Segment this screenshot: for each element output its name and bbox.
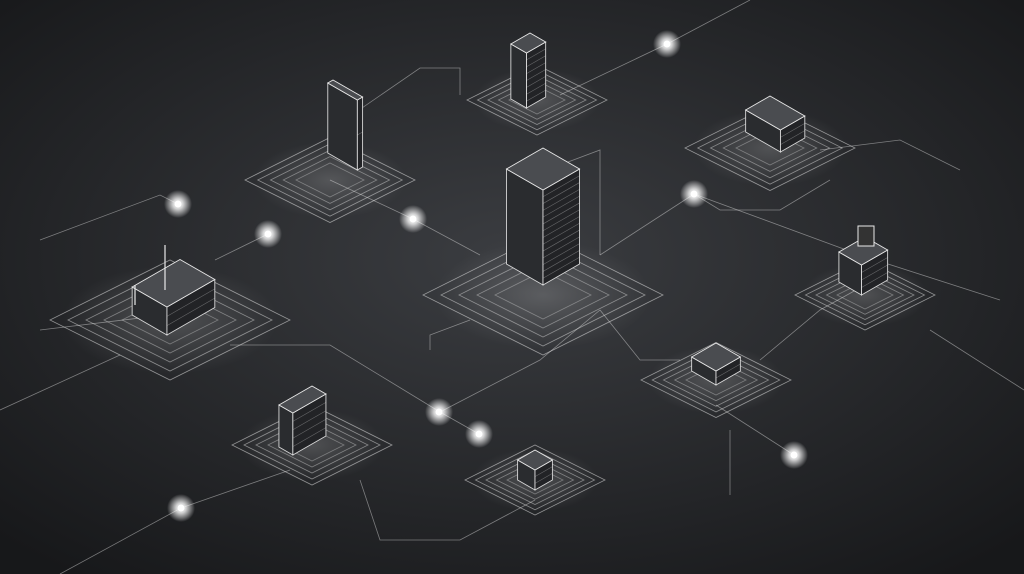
box-detail-line (526, 69, 546, 81)
connection-line (819, 139, 961, 171)
box-detail-line (542, 175, 580, 198)
connection-line (230, 344, 480, 435)
glow-node-core (790, 451, 798, 459)
box-face-top (516, 449, 554, 471)
connection-line (0, 354, 121, 411)
connection-line (559, 149, 601, 255)
platform-ring (476, 261, 610, 329)
platform-ring (422, 234, 664, 356)
box-detail-line (292, 427, 327, 447)
box-detail-line (542, 250, 580, 272)
platform-glow (253, 141, 407, 219)
box-detail-line (861, 272, 888, 288)
set-top-box-icon (690, 342, 742, 386)
glow-node-core (690, 190, 698, 198)
box-detail-line (526, 62, 546, 74)
platform-glow (693, 109, 847, 187)
box-detail-line (292, 418, 327, 439)
box-detail-line (542, 229, 580, 252)
platform-ring (474, 449, 596, 511)
box-detail-line (526, 76, 546, 88)
box-detail-line (166, 297, 215, 326)
connection-line (59, 507, 182, 574)
platform-ring (256, 143, 404, 217)
box-detail-line (166, 288, 215, 317)
box-face-top (509, 32, 547, 54)
box-detail-line (542, 236, 580, 259)
box-detail-line (542, 256, 580, 279)
glow-node-core (475, 430, 483, 438)
connection-line (929, 329, 1024, 391)
box-detail-line (542, 202, 580, 225)
box-detail-line (292, 402, 327, 422)
glow-node-core (177, 504, 185, 512)
connection-line (329, 67, 461, 131)
platform-glow (240, 409, 384, 481)
router-icon (131, 258, 216, 336)
speaker-tower-icon (509, 32, 547, 109)
glow-node-core (663, 40, 671, 48)
platform-ring (49, 259, 291, 381)
box-face-top (278, 385, 327, 414)
box-detail-line (861, 264, 888, 281)
platform-glow (802, 263, 928, 327)
box-detail-line (542, 209, 580, 231)
platform-glow (435, 241, 651, 349)
connection-line (180, 469, 291, 509)
box-detail-line (542, 189, 580, 211)
box-face-top (744, 95, 806, 131)
box-detail-line (542, 182, 580, 204)
box-detail-line (780, 123, 805, 138)
glow-nodes (164, 30, 808, 522)
box-detail-line (526, 82, 546, 95)
connection-line (599, 179, 831, 256)
platform-ring (244, 137, 416, 223)
platform-ring (269, 149, 391, 211)
devices (131, 32, 889, 491)
central-server-icon (505, 147, 581, 286)
platform-ring (640, 342, 792, 418)
box-detail-line (715, 363, 741, 379)
platform-ring (295, 162, 365, 198)
glow-node-core (174, 200, 182, 208)
camera-head-icon (857, 225, 875, 247)
box-detail-line (526, 89, 546, 102)
platform-ring (464, 444, 606, 516)
box-detail-line (861, 257, 888, 273)
box-detail-line (542, 195, 580, 218)
box-face-left (278, 404, 294, 456)
box-detail-line (534, 466, 553, 477)
box-face-top (326, 79, 364, 101)
projector-icon (744, 95, 806, 153)
monitor-icon (326, 79, 364, 171)
glow-node-core (435, 408, 443, 416)
box-face-left (510, 43, 527, 109)
glow-node-core (264, 230, 272, 238)
storage-box-icon (278, 385, 327, 456)
platform-ring (282, 156, 378, 204)
connection-line (715, 404, 795, 456)
box-detail-line (542, 223, 580, 245)
box-detail-line (292, 410, 327, 431)
box-detail-line (542, 243, 580, 265)
box-face-top (837, 236, 889, 266)
connection-line (359, 479, 536, 541)
box-detail-line (534, 473, 553, 484)
box-face-top (505, 147, 581, 191)
connection-line (693, 193, 861, 256)
box-face-top (131, 258, 216, 308)
box-detail-line (780, 130, 805, 145)
small-cube-device-icon (516, 449, 554, 491)
box-detail-line (526, 55, 546, 68)
camera-device-icon (837, 236, 889, 296)
box-face-top (690, 342, 742, 372)
platform-ring (494, 270, 592, 320)
box-detail-line (357, 131, 363, 136)
box-detail-line (526, 48, 546, 61)
box-detail-line (542, 216, 580, 238)
platform-ring (684, 105, 856, 191)
glow-node-core (409, 215, 417, 223)
